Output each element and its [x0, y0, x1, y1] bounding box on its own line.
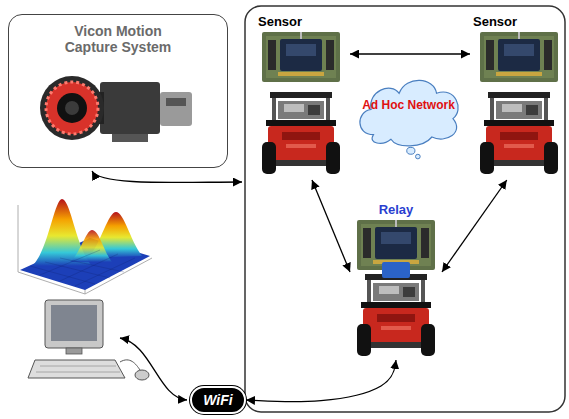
connector-arrow [350, 53, 470, 54]
robot-picture [480, 92, 558, 174]
relay-node: Relay [350, 200, 442, 360]
link-arrow [92, 171, 242, 182]
sensor-node: Sensor [255, 12, 350, 180]
node-label: Sensor [473, 15, 559, 30]
cloud-shape [360, 80, 458, 146]
cloud-outline [350, 68, 467, 160]
wifi-logo: WiFi [190, 386, 246, 414]
node-label: Relay [353, 203, 439, 218]
surface-plot [18, 199, 152, 294]
cloud-bubble [407, 147, 415, 154]
cloud-bubble [416, 154, 421, 159]
computer-picture [28, 300, 149, 380]
connector-arrow [246, 360, 396, 402]
robot-picture [262, 92, 340, 174]
radio-board [480, 32, 558, 82]
network-cloud: Ad Hoc Network [350, 68, 467, 160]
network-region [245, 6, 565, 412]
node-label: Vicon Motion Capture System [58, 23, 178, 55]
connector-arrow [442, 180, 507, 272]
robot-picture [357, 274, 435, 356]
sensor-node: Sensor [470, 12, 562, 180]
link-arrow [120, 338, 187, 400]
node-label: WiFi [203, 392, 232, 408]
node-label: Ad Hoc Network [362, 99, 455, 113]
camera-picture [40, 76, 192, 142]
radio-board [262, 32, 340, 82]
system-box: Vicon Motion Capture System [8, 14, 228, 168]
node-label: Sensor [258, 15, 347, 30]
relay-device [382, 262, 410, 278]
connector-arrow [312, 180, 350, 272]
